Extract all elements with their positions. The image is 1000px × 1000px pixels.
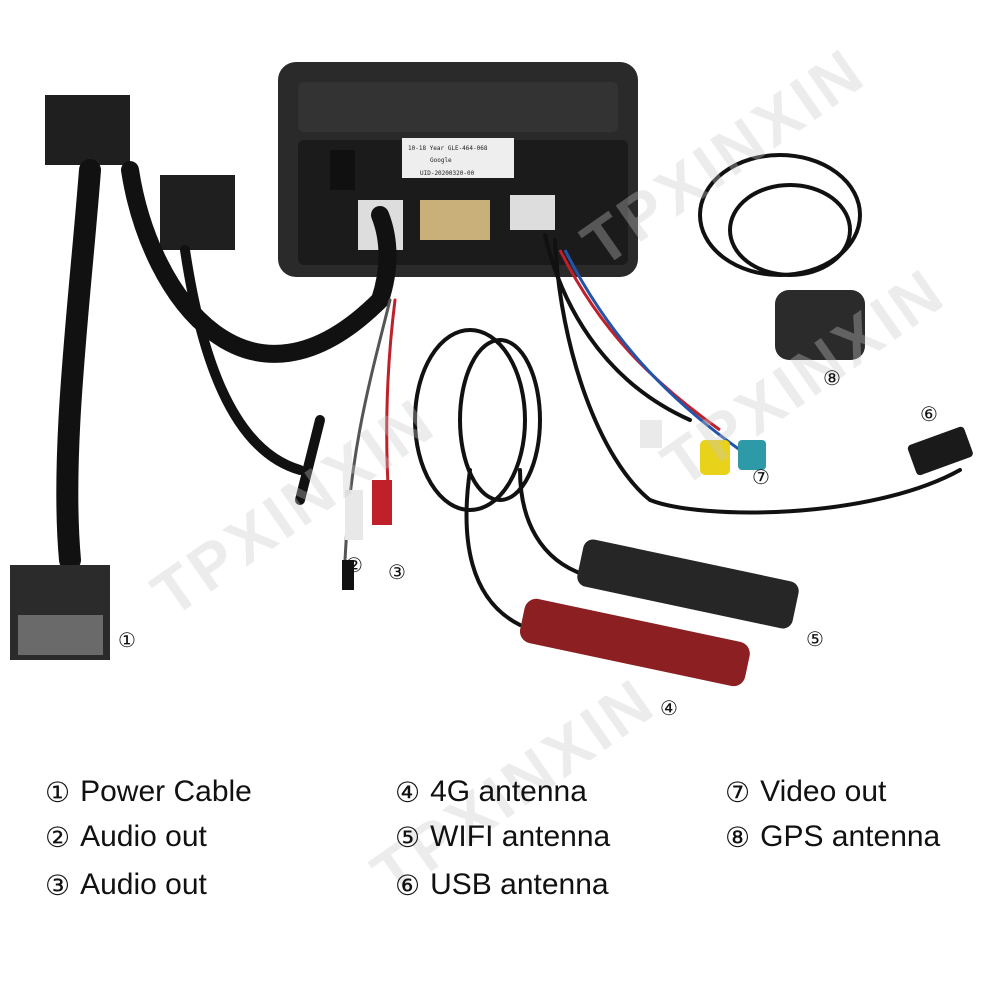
4g-antenna xyxy=(519,598,750,687)
legend-number: ⑤ xyxy=(395,820,421,854)
callout-5: ⑤ xyxy=(806,627,824,651)
legend-wifi-antenna: ⑤ WIFI antenna xyxy=(395,820,610,854)
callout-2: ② xyxy=(345,553,363,577)
legend-label: Audio out xyxy=(80,820,207,853)
callout-7: ⑦ xyxy=(752,465,770,489)
head-unit-label xyxy=(402,138,514,178)
legend-label: Power Cable xyxy=(80,775,252,808)
legend-4g-antenna: ④ 4G antenna xyxy=(395,775,587,809)
product-photo: 10-18 Year GLE-464-068 Google UID-202003… xyxy=(10,62,973,687)
legend-number: ④ xyxy=(395,775,421,809)
legend-usb-antenna: ⑥ USB antenna xyxy=(395,868,609,902)
usb-antenna xyxy=(907,426,973,476)
legend-power-cable: ① Power Cable xyxy=(45,775,252,809)
callout-8: ⑧ xyxy=(823,366,841,390)
legend-number: ① xyxy=(45,775,71,809)
legend-audio-out-1: ② Audio out xyxy=(45,820,207,854)
legend-number: ⑧ xyxy=(725,820,751,854)
head-unit: 10-18 Year GLE-464-068 Google UID-202003… xyxy=(278,62,638,277)
video-out-connectors xyxy=(558,249,766,475)
wifi-antenna xyxy=(577,539,799,629)
legend-gps-antenna: ⑧ GPS antenna xyxy=(725,820,940,854)
legend-number: ② xyxy=(45,820,71,854)
callout-1: ① xyxy=(118,628,136,652)
legend-audio-out-2: ③ Audio out xyxy=(45,868,207,902)
gps-antenna xyxy=(775,290,865,360)
legend-label: GPS antenna xyxy=(760,820,941,853)
audio-cables xyxy=(295,298,397,590)
callout-6: ⑥ xyxy=(920,402,938,426)
legend-number: ⑦ xyxy=(725,775,751,809)
legend-video-out: ⑦ Video out xyxy=(725,775,886,809)
legend-label: USB antenna xyxy=(430,868,609,901)
power-cable-harness xyxy=(10,95,397,660)
label-line-2: Google xyxy=(430,157,452,164)
legend-number: ③ xyxy=(45,868,71,902)
legend-label: 4G antenna xyxy=(430,775,587,808)
label-line-3: UID-20200320-00 xyxy=(420,170,475,177)
legend-label: WIFI antenna xyxy=(430,820,611,853)
label-line-1: 10-18 Year GLE-464-068 xyxy=(408,145,488,152)
legend-number: ⑥ xyxy=(395,868,421,902)
legend-label: Video out xyxy=(760,775,887,808)
legend-label: Audio out xyxy=(80,868,207,901)
callout-3: ③ xyxy=(388,560,406,584)
antenna-cables xyxy=(413,153,962,627)
callout-4: ④ xyxy=(660,696,678,720)
